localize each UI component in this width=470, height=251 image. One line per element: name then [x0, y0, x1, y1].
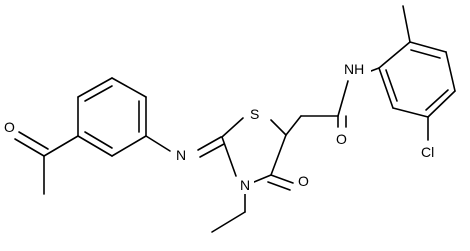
aromatic-bond	[385, 69, 398, 102]
ring-nitrogen-label: N	[240, 177, 250, 193]
aromatic-bond	[410, 49, 441, 59]
bond	[409, 41, 447, 53]
double-bond	[199, 143, 225, 158]
amide-nh-label: NH	[344, 61, 364, 77]
amide-oxygen-label: O	[336, 131, 347, 147]
label-bg	[297, 172, 312, 190]
label-bg	[335, 130, 350, 148]
atom-labels: O N S N O O NH Cl	[3, 60, 440, 194]
bond	[111, 77, 147, 98]
bond	[111, 135, 147, 157]
aromatic-bond	[84, 131, 113, 149]
chloromethylphenyl-ring	[378, 41, 456, 118]
label-bg	[249, 106, 264, 124]
bond	[221, 117, 244, 138]
bond	[77, 135, 113, 157]
bond	[378, 41, 411, 69]
label-bg	[175, 147, 190, 165]
double-bond	[270, 174, 294, 184]
acetyl-oxygen-label: O	[4, 119, 15, 135]
bond	[270, 119, 287, 136]
bond	[378, 67, 394, 109]
acetylphenyl-ring	[77, 77, 147, 157]
bond	[221, 136, 237, 177]
aromatic-bond	[84, 85, 113, 102]
sulfur-label: S	[250, 106, 259, 122]
bond	[145, 135, 171, 152]
bond	[370, 67, 380, 72]
label-bg	[420, 143, 440, 161]
bond	[253, 174, 272, 183]
double-bond	[18, 131, 49, 150]
bond	[270, 134, 287, 176]
double-bond	[267, 181, 291, 191]
bond	[285, 115, 302, 136]
acetyl-group	[14, 131, 79, 195]
label-bg	[3, 118, 18, 136]
bond	[337, 80, 349, 117]
label-bg	[343, 60, 371, 78]
bond	[445, 51, 456, 92]
bond	[392, 107, 429, 118]
bond	[211, 211, 246, 233]
ethyl-group	[211, 193, 246, 233]
bond	[402, 5, 411, 43]
ring-oxygen-label: O	[298, 173, 309, 189]
methyl-group	[402, 5, 411, 43]
label-bg	[239, 176, 254, 194]
imine-link	[145, 135, 225, 158]
imine-nitrogen-label: N	[176, 147, 186, 163]
bond	[77, 77, 113, 98]
chlorine-label: Cl	[421, 144, 434, 160]
thiazolidinone-ring	[221, 117, 294, 191]
bond	[43, 135, 79, 157]
aromatic-bond	[425, 89, 449, 111]
double-bond	[197, 136, 222, 151]
bond	[427, 90, 456, 118]
double-bond	[14, 138, 45, 157]
acetamide-chain	[285, 67, 380, 136]
